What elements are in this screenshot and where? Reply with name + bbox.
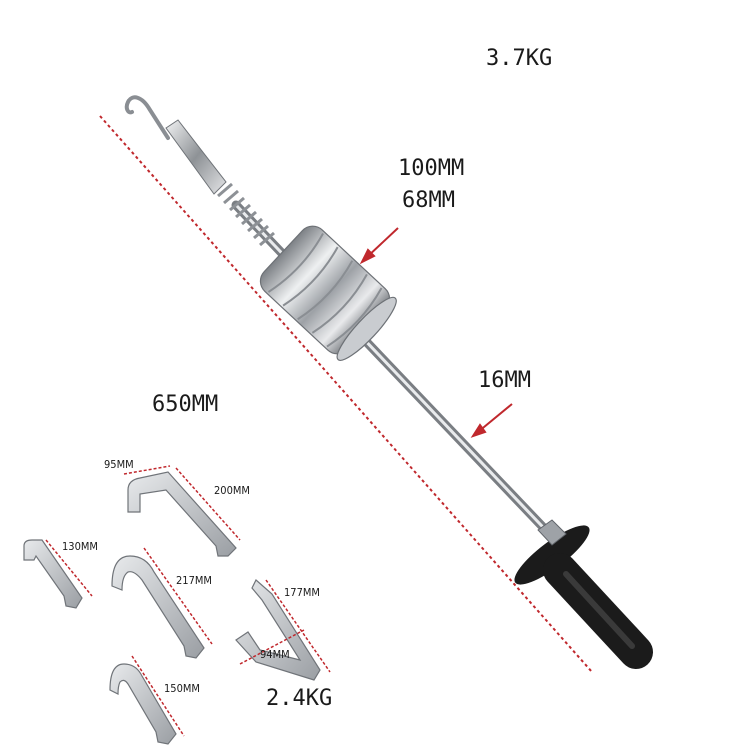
total-weight-label: 3.7KG — [486, 46, 553, 71]
hook-c — [111, 547, 213, 659]
length-dimension-line — [99, 115, 593, 673]
weight-diameter-label: 100MM — [398, 156, 465, 181]
hook-e — [109, 655, 185, 745]
hook-e-length-label: 150MM — [164, 682, 200, 695]
weight-bore-label: 68MM — [402, 188, 455, 213]
hook-a-width-label: 95MM — [104, 458, 134, 471]
slide-hammer — [124, 95, 653, 669]
hooks-weight-label: 2.4KG — [266, 686, 333, 711]
hook-c-length-label: 217MM — [176, 574, 212, 587]
hook-b-length-label: 130MM — [62, 540, 98, 553]
hook-a — [123, 465, 241, 557]
hook-b — [23, 539, 93, 609]
hook-d-width-label: 94MM — [260, 648, 290, 661]
total-length-label: 650MM — [152, 392, 219, 417]
rod-diameter-label: 16MM — [478, 368, 531, 393]
rod-pointer-arrow — [477, 403, 513, 433]
hook-a-length-label: 200MM — [214, 484, 250, 497]
hook-d-length-label: 177MM — [284, 586, 320, 599]
hook-d — [235, 579, 331, 681]
